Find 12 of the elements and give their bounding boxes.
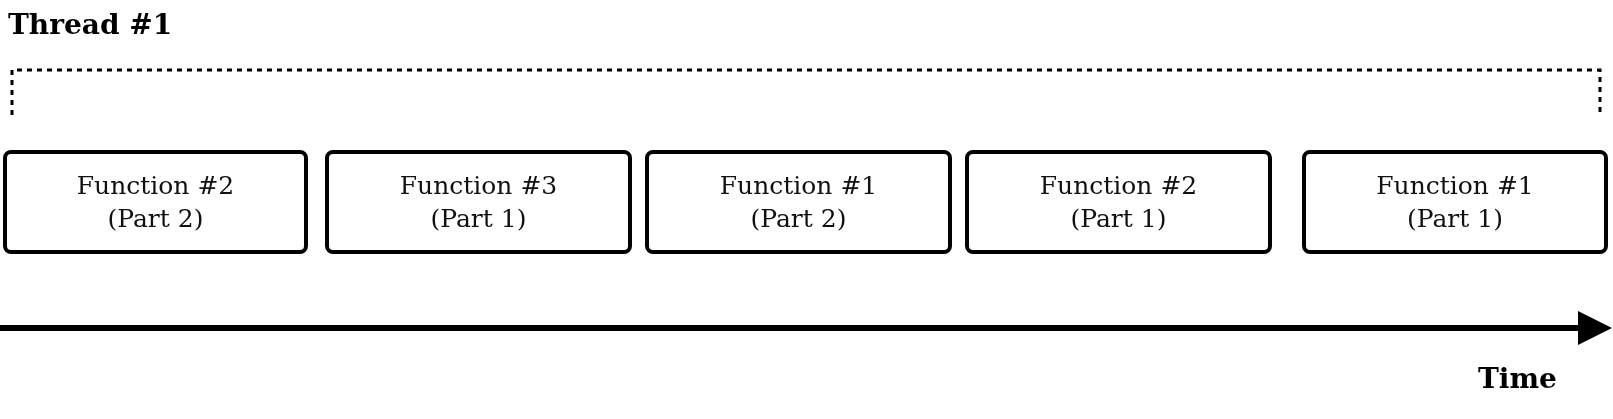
function-box <box>325 150 632 254</box>
function-box <box>1302 150 1608 254</box>
function-label: Function #1 (Part 1) <box>1375 170 1535 235</box>
thread-label: Thread #1 <box>8 8 173 41</box>
function-box <box>965 150 1272 254</box>
axis-label: Time <box>1478 362 1557 395</box>
function-box <box>645 150 952 254</box>
function-label: Function #2 (Part 2) <box>75 170 236 235</box>
function-box <box>3 150 308 254</box>
function-label: Function #3 (Part 1) <box>398 170 559 235</box>
function-label: Function #2 (Part 1) <box>1038 170 1199 235</box>
function-label: Function #1 (Part 2) <box>718 170 879 235</box>
